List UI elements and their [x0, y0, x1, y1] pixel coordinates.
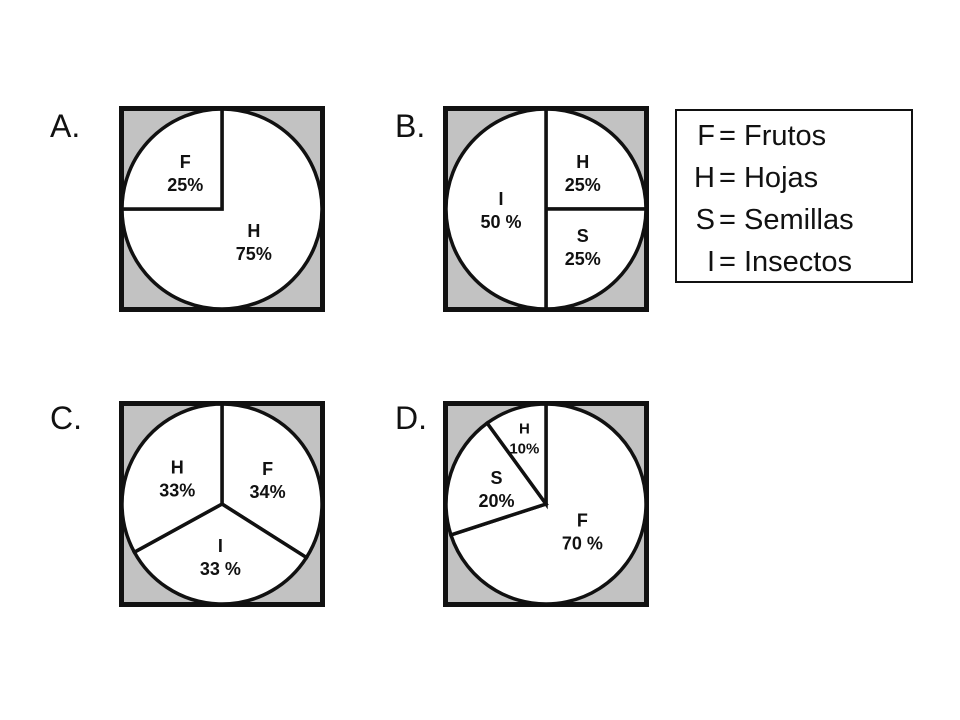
pie-slice-h [120, 402, 224, 555]
pie-slice-f [448, 402, 648, 606]
legend-key: S [695, 204, 715, 236]
slice-key-label: H [171, 458, 184, 478]
legend-entry-insectos: I= Insectos [677, 241, 911, 283]
panel-label-b: B. [395, 108, 426, 144]
slice-key-label: I [218, 536, 223, 556]
legend-key: H [694, 162, 715, 194]
pie-chart-d: F 70 % S 20% H 10% [443, 401, 649, 607]
legend-key: F [697, 120, 715, 152]
slice-value-label: 20% [479, 491, 515, 511]
legend-entry-hojas: H= Hojas [677, 157, 911, 199]
panel-label-d: D. [395, 400, 427, 436]
legend-text: = Hojas [719, 162, 819, 194]
slice-value-label: 10% [509, 440, 539, 457]
panel-label-a: A. [50, 108, 81, 144]
pie-slice-f [120, 107, 224, 211]
slice-key-label: H [576, 152, 589, 172]
panel-label-c: C. [50, 400, 82, 436]
pie-slice-h [544, 107, 648, 211]
slice-value-label: 70 % [562, 533, 603, 553]
slice-key-label: S [491, 468, 503, 488]
pie-slice-h [484, 402, 548, 510]
pie-chart-b: H 25% S 25% I 50 % [443, 106, 649, 312]
slice-key-label: F [262, 459, 273, 479]
legend-entry-semillas: S= Semillas [677, 199, 911, 241]
pie-chart-c: F 34% I 33 % H 33% [119, 401, 325, 607]
pie-chart-a: H 75% F 25% [119, 106, 325, 312]
legend-text: = Frutos [719, 120, 827, 152]
slice-key-label: F [180, 152, 191, 172]
slice-value-label: 33 % [200, 559, 241, 579]
slice-key-label: F [577, 510, 588, 530]
slice-key-label: I [498, 189, 503, 209]
slice-value-label: 75% [236, 244, 272, 264]
pie-slice-s [444, 420, 549, 538]
legend-key: I [706, 246, 715, 278]
pie-slice-i [444, 107, 548, 311]
slice-value-label: 25% [565, 175, 601, 195]
legend-text: = Insectos [719, 246, 852, 278]
slice-key-label: H [519, 420, 530, 437]
slice-key-label: S [577, 226, 589, 246]
pie-slice-s [544, 207, 648, 311]
slice-value-label: 25% [167, 175, 203, 195]
legend-entry-frutos: F= Frutos [677, 115, 911, 157]
legend-text: = Semillas [719, 204, 854, 236]
slice-value-label: 33% [159, 481, 195, 501]
slice-value-label: 25% [565, 249, 601, 269]
slice-key-label: H [247, 221, 260, 241]
slice-value-label: 34% [250, 482, 286, 502]
legend: F= Frutos H= Hojas S= Semillas I= Insect… [675, 109, 913, 283]
slice-value-label: 50 % [480, 212, 521, 232]
